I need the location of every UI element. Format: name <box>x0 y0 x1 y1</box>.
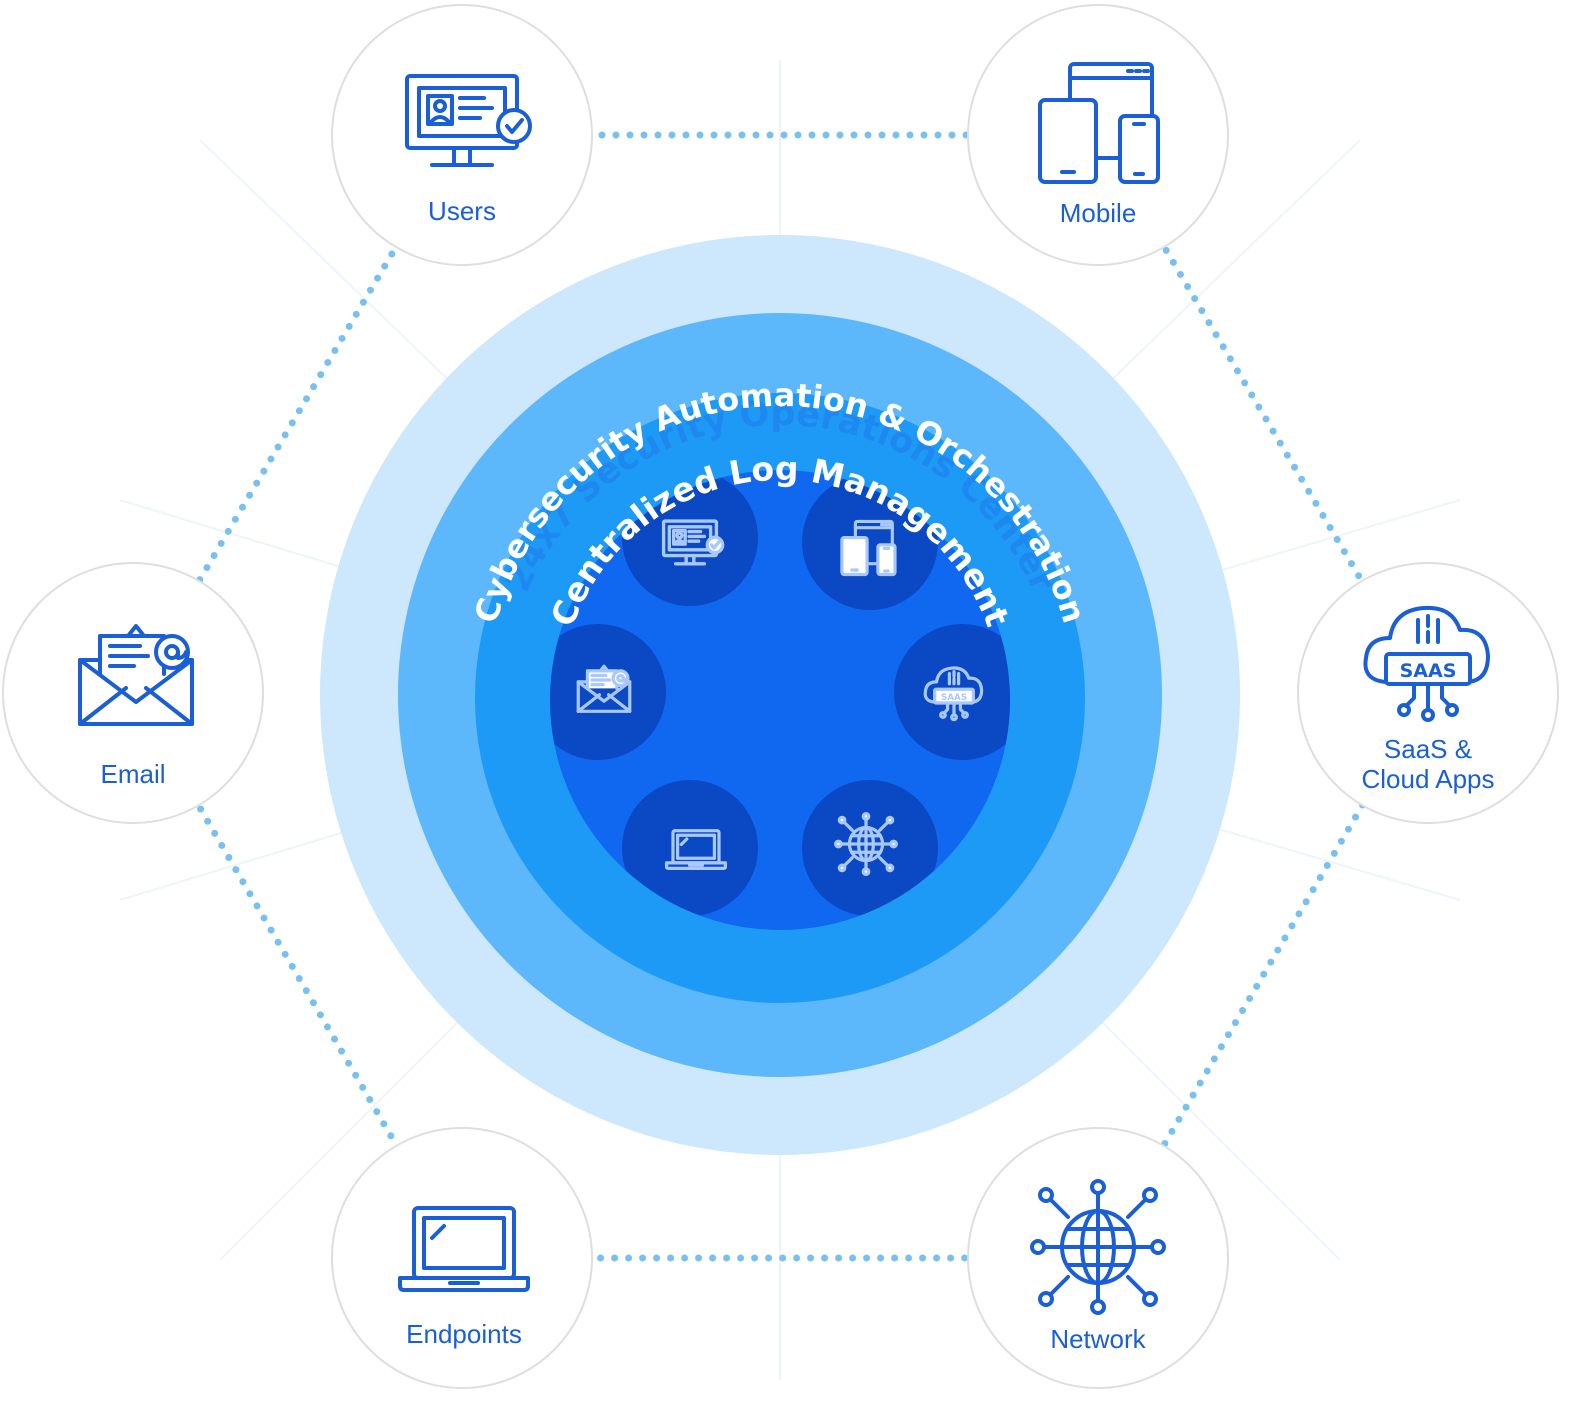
globe-network-icon <box>1030 1179 1166 1315</box>
node-mobile-label: Mobile <box>1060 198 1137 228</box>
node-users: Users <box>331 4 593 266</box>
node-saas-label-line2: Cloud Apps <box>1362 764 1495 794</box>
core-icon-group <box>550 470 1010 916</box>
node-email: Email <box>2 562 264 824</box>
core-network-icon <box>834 812 898 876</box>
node-endpoints: Endpoints <box>331 1127 593 1389</box>
node-network-label: Network <box>1050 1324 1146 1354</box>
node-mobile: Mobile <box>967 4 1229 266</box>
node-saas-label-line1: SaaS & <box>1384 734 1472 764</box>
node-email-label: Email <box>100 759 165 789</box>
node-network: Network <box>967 1127 1229 1389</box>
node-users-label: Users <box>428 196 496 226</box>
node-saas: SaaS & Cloud Apps <box>1297 562 1559 824</box>
node-endpoints-label: Endpoints <box>406 1319 522 1349</box>
